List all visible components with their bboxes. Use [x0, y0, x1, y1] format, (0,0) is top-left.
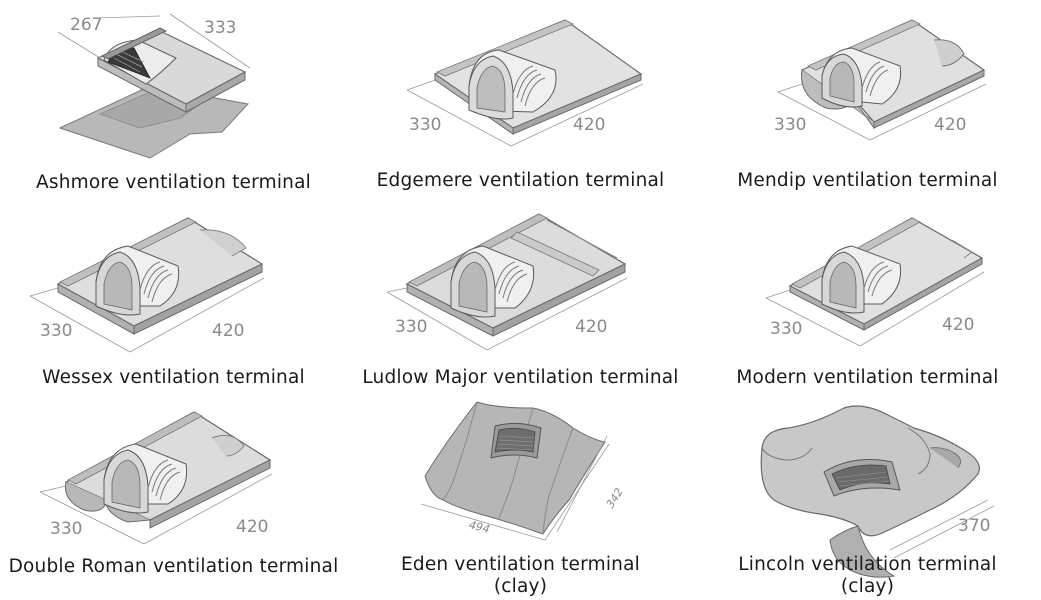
modern-dim-width: 330	[770, 319, 802, 339]
eden-terminal-illustration: 494 342	[420, 401, 626, 541]
wessex-dim-length: 420	[212, 321, 244, 341]
mendip-dim-width: 330	[774, 115, 806, 135]
wessex-caption: Wessex ventilation terminal	[42, 367, 305, 388]
lincoln-caption: Lincoln ventilation terminal	[738, 554, 997, 575]
wessex-terminal-illustration: 330 420	[29, 217, 265, 353]
ashmore-terminal-illustration: 267 333	[57, 13, 251, 159]
eden-caption: Eden ventilation terminal	[401, 554, 640, 575]
modern-dim-length: 420	[942, 315, 974, 335]
ludlow-major-terminal-illustration: 330 420	[386, 213, 628, 351]
modern-terminal-illustration: 330 420	[765, 217, 985, 347]
lincoln-dim-length: 370	[958, 516, 990, 536]
edgemere-dim-width: 330	[409, 115, 441, 135]
modern-caption: Modern ventilation terminal	[736, 367, 999, 388]
edgemere-terminal-illustration: 330 420	[406, 19, 644, 147]
ashmore-dim-width: 267	[70, 15, 102, 35]
terminal-card-wessex: 330 420 Wessex ventilation terminal	[0, 200, 347, 400]
ludlow-major-caption: Ludlow Major ventilation terminal	[362, 367, 679, 388]
wessex-dim-width: 330	[40, 321, 72, 341]
terminal-card-double-roman: 330 420 Double Roman ventilation termina…	[0, 400, 347, 600]
terminal-card-mendip: 330 420 Mendip ventilation terminal	[694, 0, 1041, 200]
eden-dim-width: 342	[604, 486, 626, 511]
eden-caption-material: (clay)	[493, 576, 548, 597]
terminal-card-edgemere: 330 420 Edgemere ventilation terminal	[347, 0, 694, 200]
terminal-card-ludlow-major: 330 420 Ludlow Major ventilation termina…	[347, 200, 694, 400]
terminal-card-modern: 330 420 Modern ventilation terminal	[694, 200, 1041, 400]
mendip-caption: Mendip ventilation terminal	[737, 170, 998, 191]
mendip-dim-length: 420	[934, 115, 966, 135]
terminal-card-eden: 494 342 Eden ventilation terminal (clay)	[347, 400, 694, 600]
edgemere-dim-length: 420	[573, 115, 605, 135]
lincoln-terminal-illustration: 370	[760, 405, 995, 578]
edgemere-caption: Edgemere ventilation terminal	[376, 170, 665, 191]
mendip-terminal-illustration: 330 420	[774, 19, 987, 141]
terminal-card-ashmore: 267 333 Ashmore ventilation terminal	[0, 0, 347, 200]
ludlow-major-dim-length: 420	[575, 317, 607, 337]
double-roman-dim-length: 420	[236, 517, 268, 537]
ashmore-dim-length: 333	[204, 18, 236, 38]
eden-dim-length: 494	[468, 518, 492, 536]
double-roman-caption: Double Roman ventilation terminal	[8, 556, 339, 577]
ashmore-caption: Ashmore ventilation terminal	[36, 172, 311, 193]
terminal-card-lincoln: 370 Lincoln ventilation terminal (clay)	[694, 400, 1041, 600]
lincoln-caption-material: (clay)	[840, 576, 895, 597]
double-roman-dim-width: 330	[50, 519, 82, 539]
double-roman-terminal-illustration: 330 420	[39, 411, 273, 545]
ludlow-major-dim-width: 330	[395, 317, 427, 337]
